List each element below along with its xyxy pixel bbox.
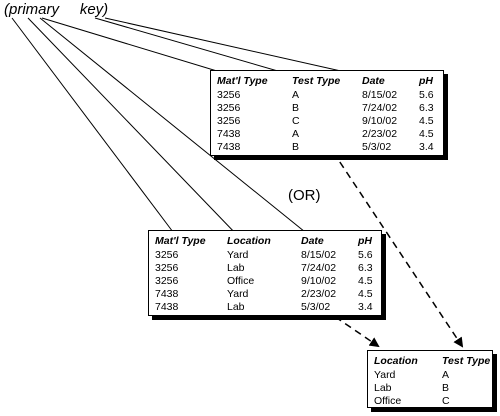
cell-ph: 4.5 bbox=[419, 115, 434, 127]
cell-ph: 3.4 bbox=[419, 141, 434, 153]
table-header-row: Mat'l Type Test Type Date pH bbox=[217, 75, 443, 89]
cell-location: Yard bbox=[374, 369, 396, 381]
primary-key-label: (primary key) bbox=[4, 1, 109, 18]
column-header-ph: pH bbox=[419, 75, 433, 87]
cell-mattype: 7438 bbox=[217, 128, 241, 140]
cell-date: 9/10/02 bbox=[362, 115, 398, 127]
table-row: 7438 Lab 5/3/02 3.4 bbox=[155, 301, 381, 314]
cell-mattype: 3256 bbox=[217, 102, 241, 114]
cell-mattype: 3256 bbox=[217, 89, 241, 101]
or-label: (OR) bbox=[288, 187, 321, 204]
pk-line-to-table2-date bbox=[39, 17, 311, 237]
cell-mattype: 3256 bbox=[155, 275, 179, 287]
cell-ph: 4.5 bbox=[358, 288, 373, 300]
cell-mattype: 7438 bbox=[155, 301, 179, 313]
pk-line-to-table1-date bbox=[104, 17, 373, 79]
cell-location: Lab bbox=[227, 262, 245, 274]
pk-line-to-table1-testtype bbox=[94, 17, 303, 79]
cell-date: 5/3/02 bbox=[301, 301, 331, 313]
cell-testtype: B bbox=[442, 382, 450, 394]
table-row: Office C bbox=[374, 395, 492, 408]
cell-testtype: A bbox=[442, 369, 450, 381]
column-header-testtype: Test Type bbox=[442, 355, 491, 367]
pk-line-to-table1-mattype bbox=[41, 17, 241, 79]
cell-date: 8/15/02 bbox=[362, 89, 398, 101]
column-header-location: Location bbox=[227, 235, 271, 247]
cell-location: Lab bbox=[227, 301, 245, 313]
table-row: 3256 A 8/15/02 5.6 bbox=[217, 89, 443, 102]
cell-date: 5/3/02 bbox=[362, 141, 392, 153]
table-row: 3256 C 9/10/02 4.5 bbox=[217, 115, 443, 128]
column-header-date: Date bbox=[362, 75, 385, 87]
cell-date: 7/24/02 bbox=[301, 262, 337, 274]
cell-testtype: C bbox=[442, 395, 450, 407]
cell-location: Lab bbox=[374, 382, 392, 394]
column-header-ph: pH bbox=[358, 235, 372, 247]
table-header-row: Mat'l Type Location Date pH bbox=[155, 235, 381, 249]
table-mattype-testtype: Mat'l Type Test Type Date pH 3256 A 8/15… bbox=[210, 70, 444, 156]
cell-ph: 3.4 bbox=[358, 301, 373, 313]
table-row: 3256 B 7/24/02 6.3 bbox=[217, 102, 443, 115]
table-row: Yard A bbox=[374, 369, 492, 382]
table-header-row: Location Test Type bbox=[374, 355, 492, 369]
column-header-mattype: Mat'l Type bbox=[217, 75, 268, 87]
cell-mattype: 3256 bbox=[217, 115, 241, 127]
table-row: 7438 A 2/23/02 4.5 bbox=[217, 128, 443, 141]
cell-testtype: B bbox=[292, 102, 300, 114]
column-header-mattype: Mat'l Type bbox=[155, 235, 206, 247]
cell-mattype: 3256 bbox=[155, 249, 179, 261]
cell-mattype: 3256 bbox=[155, 262, 179, 274]
cell-ph: 4.5 bbox=[358, 275, 373, 287]
cell-location: Yard bbox=[227, 288, 249, 300]
cell-location: Office bbox=[227, 275, 255, 287]
cell-location: Office bbox=[374, 395, 402, 407]
column-header-testtype: Test Type bbox=[292, 75, 341, 87]
table-location-testtype: Location Test Type Yard A Lab B Office C bbox=[367, 350, 493, 408]
cell-mattype: 7438 bbox=[217, 141, 241, 153]
cell-date: 9/10/02 bbox=[301, 275, 337, 287]
column-header-location: Location bbox=[374, 355, 418, 367]
cell-date: 8/15/02 bbox=[301, 249, 337, 261]
table-row: 3256 Lab 7/24/02 6.3 bbox=[155, 262, 381, 275]
cell-ph: 6.3 bbox=[419, 102, 434, 114]
cell-testtype: A bbox=[292, 128, 300, 140]
cell-date: 2/23/02 bbox=[362, 128, 398, 140]
cell-date: 2/23/02 bbox=[301, 288, 337, 300]
column-header-date: Date bbox=[301, 235, 324, 247]
pk-line-to-table2-mattype bbox=[11, 17, 177, 237]
cell-ph: 5.6 bbox=[358, 249, 373, 261]
table-row: 3256 Office 9/10/02 4.5 bbox=[155, 275, 381, 288]
cell-date: 7/24/02 bbox=[362, 102, 398, 114]
cell-testtype: C bbox=[292, 115, 300, 127]
table-row: 7438 Yard 2/23/02 4.5 bbox=[155, 288, 381, 301]
table-row: 7438 B 5/3/02 3.4 bbox=[217, 141, 443, 154]
table-mattype-location: Mat'l Type Location Date pH 3256 Yard 8/… bbox=[148, 230, 382, 316]
cell-mattype: 7438 bbox=[155, 288, 179, 300]
cell-ph: 5.6 bbox=[419, 89, 434, 101]
cell-testtype: B bbox=[292, 141, 300, 153]
cell-testtype: A bbox=[292, 89, 300, 101]
cell-ph: 6.3 bbox=[358, 262, 373, 274]
table-row: 3256 Yard 8/15/02 5.6 bbox=[155, 249, 381, 262]
cell-ph: 4.5 bbox=[419, 128, 434, 140]
pk-line-to-table2-location bbox=[27, 17, 239, 237]
cell-location: Yard bbox=[227, 249, 249, 261]
table-row: Lab B bbox=[374, 382, 492, 395]
